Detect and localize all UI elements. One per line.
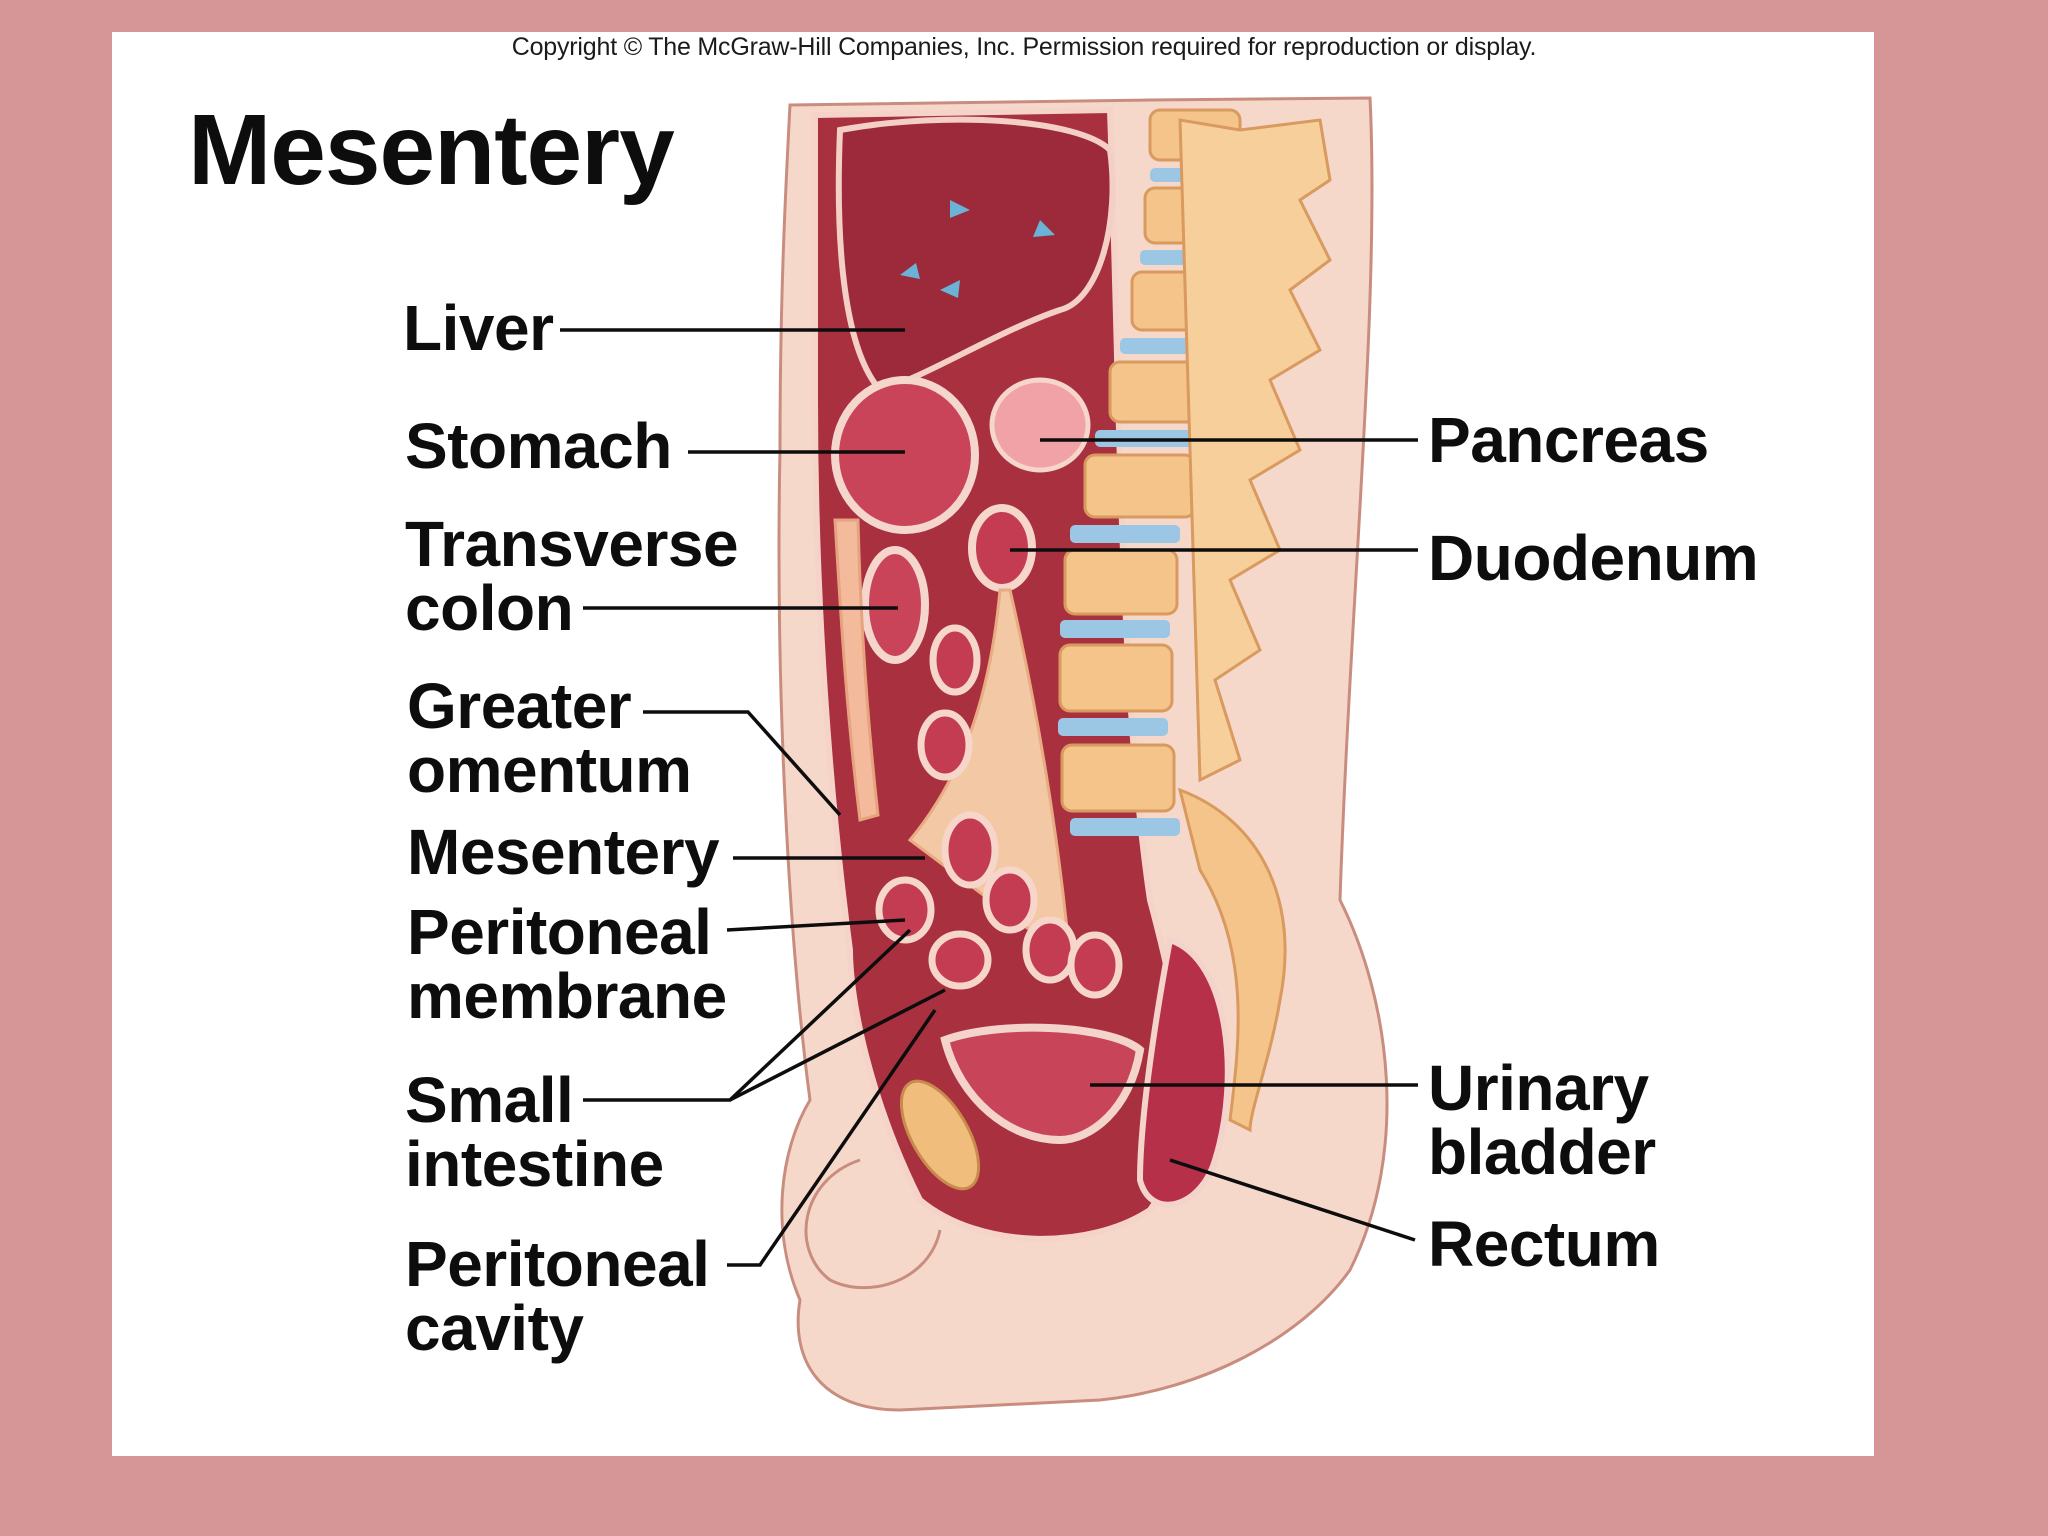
label-peritoneal-cavity-line2: cavity <box>405 1292 584 1364</box>
liver-shape <box>835 116 1116 394</box>
copyright-notice: Copyright © The McGraw-Hill Companies, I… <box>511 33 1537 61</box>
pancreas-shape <box>989 377 1091 473</box>
vertebral-column <box>1058 108 1332 1133</box>
duodenum-shape <box>968 504 1036 592</box>
vertebra <box>1063 548 1179 616</box>
label-transverse-colon-line2: colon <box>405 572 574 644</box>
lower-body-outline <box>804 1158 942 1290</box>
label-urinary-bladder-line1: Urinary <box>1428 1052 1649 1124</box>
intervertebral-disc <box>1058 718 1168 736</box>
liver-vessel-icon <box>950 200 970 218</box>
small-intestine-loop <box>917 709 973 781</box>
intervertebral-disc <box>1060 620 1170 638</box>
label-liver: Liver <box>403 292 554 364</box>
rectum-shape <box>1136 936 1231 1208</box>
leader-line-peritoneal-cavity <box>727 1009 937 1267</box>
liver-vessel-icon <box>1033 220 1055 237</box>
leader-line-greater-omentum <box>643 710 842 817</box>
small-intestine-loop <box>1022 916 1078 984</box>
urinary-bladder-shape <box>940 1023 1145 1145</box>
intervertebral-disc <box>1070 818 1180 836</box>
spinous-processes <box>1178 118 1332 783</box>
label-peritoneal-membrane-line2: membrane <box>407 960 727 1032</box>
transverse-colon-shape <box>861 546 929 664</box>
small-intestine-loop <box>928 930 992 990</box>
label-small-intestine-line2: intestine <box>405 1128 664 1200</box>
label-peritoneal-cavity-line1: Peritoneal <box>405 1228 710 1300</box>
label-duodenum: Duodenum <box>1428 522 1759 594</box>
small-intestine-loop <box>941 811 999 889</box>
label-transverse-colon-line1: Transverse <box>405 508 739 580</box>
label-urinary-bladder-line2: bladder <box>1428 1116 1656 1188</box>
leader-line-small-intestine-2 <box>729 988 946 1102</box>
vertebra <box>1083 453 1197 519</box>
leader-line-rectum <box>1169 1158 1416 1242</box>
label-greater-omentum-line2: omentum <box>407 734 692 806</box>
sacrum <box>1177 787 1287 1133</box>
vertebra <box>1060 743 1176 813</box>
pubic-bone-shape <box>899 1079 981 1191</box>
label-stomach: Stomach <box>405 410 672 482</box>
intervertebral-disc <box>1070 525 1180 543</box>
label-greater-omentum-line1: Greater <box>407 670 632 742</box>
label-mesentery: Mesentery <box>407 816 720 888</box>
label-pancreas: Pancreas <box>1428 404 1709 476</box>
leader-line-peritoneal-membrane <box>726 918 906 932</box>
stomach-shape <box>831 376 979 534</box>
vertebra <box>1058 643 1174 713</box>
liver-vessel-icon <box>900 263 920 279</box>
small-intestine-loop <box>875 876 935 944</box>
small-intestine-loop <box>982 866 1038 934</box>
small-intestine-loop <box>929 624 981 696</box>
label-peritoneal-membrane-line1: Peritoneal <box>407 896 712 968</box>
liver-vessel-icon <box>940 280 960 298</box>
label-rectum: Rectum <box>1428 1208 1660 1280</box>
label-small-intestine-line1: Small <box>405 1064 574 1136</box>
page-title: Mesentery <box>188 94 675 206</box>
small-intestine-loop <box>1067 931 1123 999</box>
